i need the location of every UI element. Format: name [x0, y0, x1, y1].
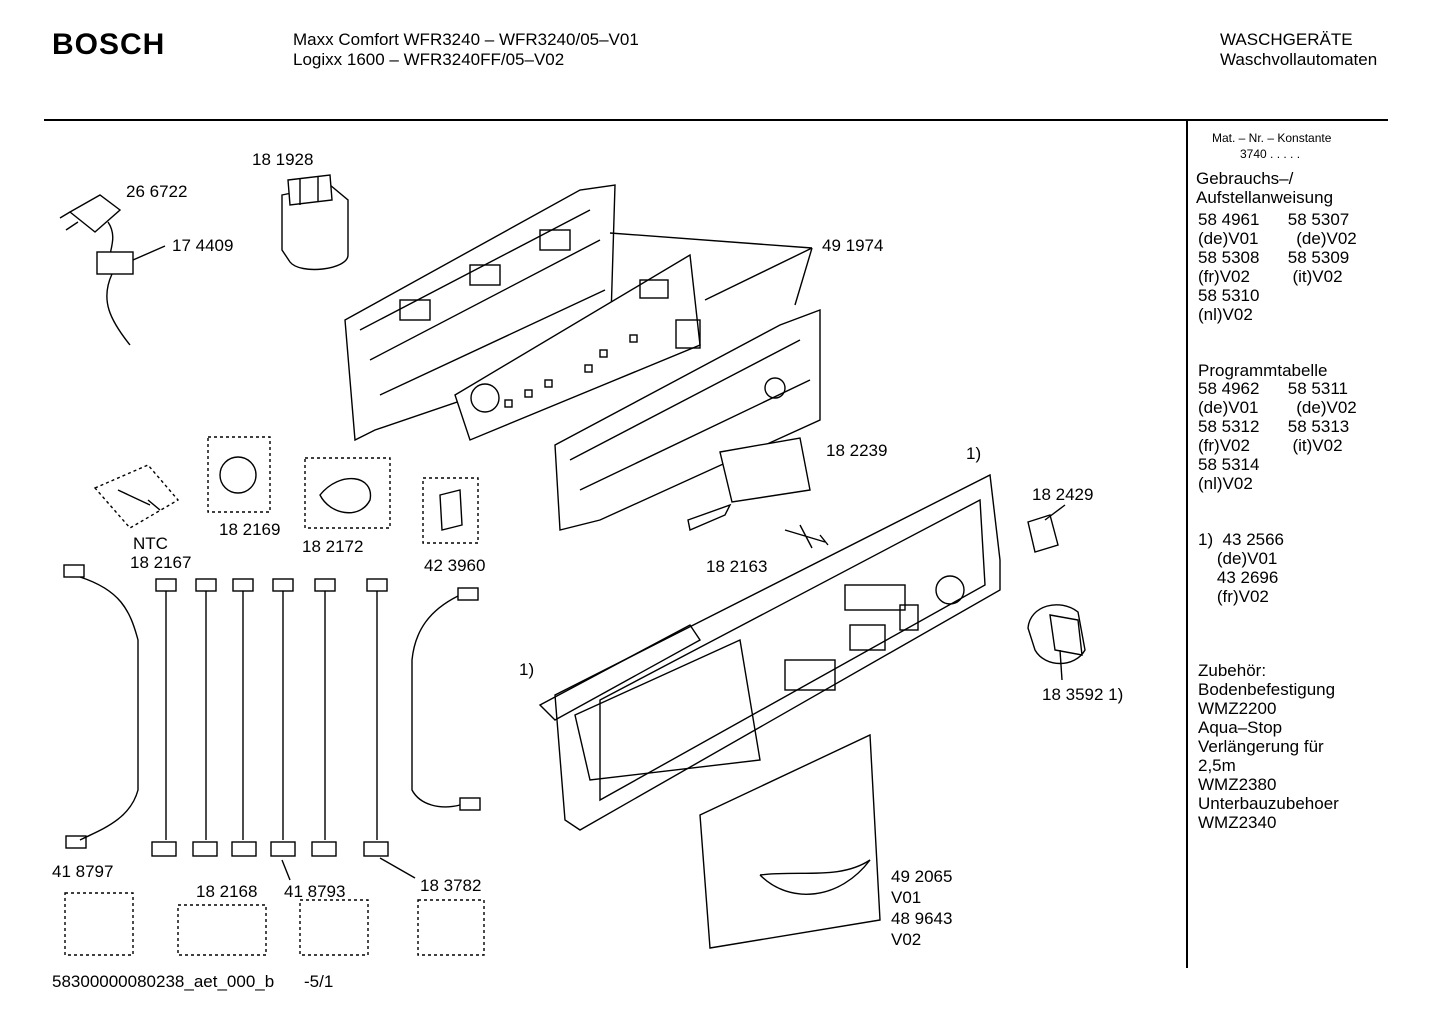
part-label-183592: 18 3592 1): [1042, 685, 1124, 704]
note-marker-top: 1): [966, 444, 982, 463]
part-label-418793: 41 8793: [284, 882, 346, 901]
note-marker-left: 1): [519, 660, 535, 679]
part-label-491974: 49 1974: [822, 236, 884, 255]
material-constant-label: Mat. – Nr. – Konstante: [1212, 131, 1332, 145]
model-line-1: Maxx Comfort WFR3240 – WFR3240/05–V01: [293, 30, 639, 49]
wire-harness-left-icon: [63, 564, 139, 849]
filter-capacitor-icon: [281, 174, 349, 271]
switch-part-icon: [417, 899, 485, 956]
drawer-handle-icon: [699, 733, 881, 949]
clip-icon: [1027, 504, 1066, 553]
part-label-ntc: NTC: [133, 534, 168, 553]
part-label-182167: 18 2167: [130, 553, 192, 572]
category-line-2: Waschvollautomaten: [1220, 50, 1378, 69]
part-label-492065: 49 2065: [891, 867, 953, 886]
button-pin-icon: [784, 524, 829, 549]
hose-part-icon: [299, 899, 369, 956]
control-housing-icon: [344, 184, 616, 442]
brand-logo: BOSCH: [52, 28, 166, 61]
model-line-2: Logixx 1600 – WFR3240FF/05–V02: [293, 50, 565, 69]
part-label-182239: 18 2239: [826, 441, 888, 460]
ntc-sensor-icon: [93, 464, 180, 529]
front-panel-icon: [538, 473, 1001, 831]
part-label-181928: 18 1928: [252, 150, 314, 169]
part-variant-v01: V01: [891, 888, 922, 907]
page-number: -5/1: [304, 972, 334, 991]
part-label-182172: 18 2172: [302, 537, 364, 556]
accessories-list: Zubehör: Bodenbefestigung WMZ2200 Aqua–S…: [1198, 661, 1339, 832]
wire-harness-right-icon: [411, 587, 481, 811]
cord-clamp-icon: [96, 245, 166, 346]
lower-housing-icon: [554, 308, 821, 531]
part-label-182168: 18 2168: [196, 882, 258, 901]
material-constant-value: 3740 . . . . .: [1240, 147, 1301, 161]
part-label-489643: 48 9643: [891, 909, 953, 928]
wire-harness-group-icon: [151, 578, 389, 857]
footnote-list: 1) 43 2566 (de)V01 43 2696 (fr)V02: [1198, 530, 1285, 606]
part-variant-v02: V02: [891, 930, 922, 949]
circuit-board-icon: [454, 253, 701, 441]
motor-part-icon: [207, 436, 271, 513]
manual-items: 58 4961 58 5307 (de)V01 (de)V02 58 5308 …: [1198, 210, 1357, 324]
valve-part-icon: [177, 904, 267, 956]
display-window-icon: [687, 437, 811, 531]
selector-knob-icon: [1027, 604, 1086, 665]
part-label-182169: 18 2169: [219, 520, 281, 539]
part-label-423960: 42 3960: [424, 556, 486, 575]
pump-part-icon: [304, 457, 391, 529]
program-table-title: Programmtabelle: [1198, 361, 1328, 380]
part-label-174409: 17 4409: [172, 236, 234, 255]
program-table-items: 58 4962 58 5311 (de)V01 (de)V02 58 5312 …: [1198, 379, 1357, 493]
part-label-182429: 18 2429: [1032, 485, 1094, 504]
manual-title: Gebrauchs–/ Aufstellanweisung: [1196, 169, 1334, 207]
category-line-1: WASCHGERÄTE: [1220, 30, 1353, 49]
relay-part-icon: [64, 892, 134, 956]
part-label-183782: 18 3782: [420, 876, 482, 895]
sensor-part-icon: [422, 477, 479, 544]
document-id: 58300000080238_aet_000_b: [52, 972, 275, 991]
part-label-182163: 18 2163: [706, 557, 768, 576]
part-label-266722: 26 6722: [126, 182, 188, 201]
part-label-418797: 41 8797: [52, 862, 114, 881]
